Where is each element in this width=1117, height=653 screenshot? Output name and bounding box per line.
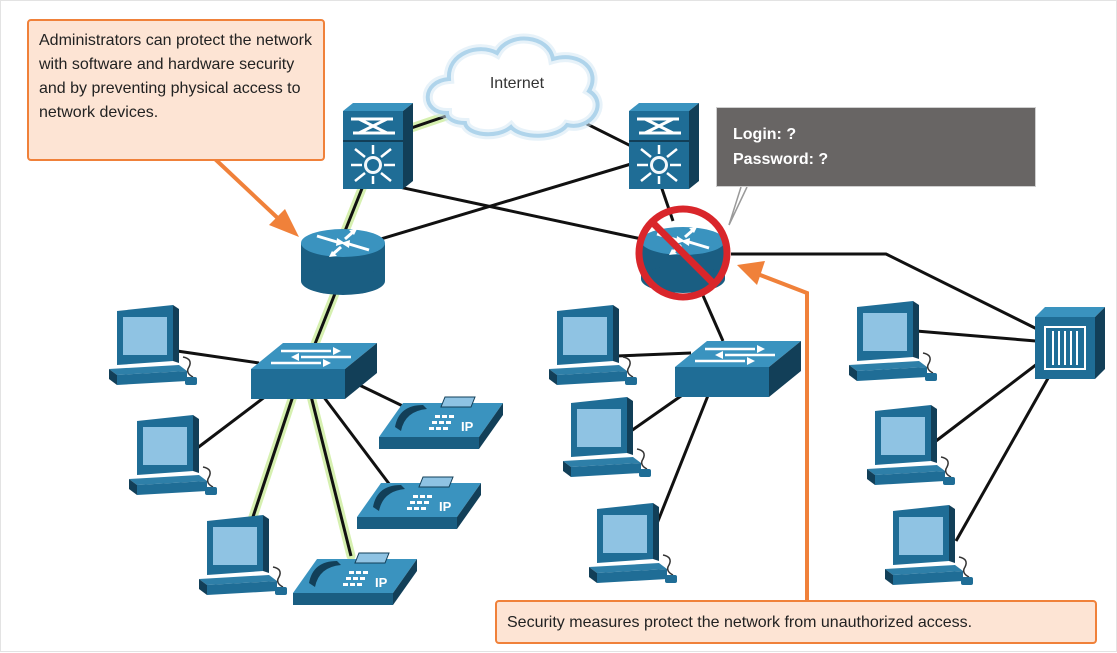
multilayer-switch-left <box>341 101 415 191</box>
login-prompt-box: Login: ? Password: ? <box>716 107 1036 187</box>
pc-mid-3 <box>588 502 678 584</box>
callout-physical-access: Administrators can protect the network w… <box>27 19 325 161</box>
multilayer-switch-right <box>627 101 701 191</box>
switch-right <box>673 339 803 399</box>
callout-arrow-top <box>213 157 299 237</box>
password-label: Password: ? <box>733 151 829 168</box>
ip-phone-2: IP <box>356 476 482 530</box>
pc-mid-1 <box>548 304 638 386</box>
pc-left-3 <box>198 514 288 596</box>
ip-phone-label: IP <box>461 419 474 434</box>
callout-arrow-bottom <box>737 261 809 601</box>
pc-right-3 <box>884 504 974 586</box>
pc-left-2 <box>128 414 218 496</box>
router-left <box>299 227 387 297</box>
ip-phone-3: IP <box>292 552 418 606</box>
pc-right-1 <box>848 300 938 382</box>
ip-phone-1: IP <box>378 396 504 450</box>
internet-label: Internet <box>489 75 545 92</box>
login-pointer <box>728 186 748 226</box>
callout-security-measures: Security measures protect the network fr… <box>495 600 1097 644</box>
login-label: Login: ? <box>733 126 797 143</box>
server-icon <box>1034 306 1106 380</box>
pc-mid-2 <box>562 396 652 478</box>
prohibition-sign-icon <box>635 205 731 301</box>
ip-phone-label: IP <box>375 575 388 590</box>
pc-left-1 <box>108 304 198 386</box>
ip-phone-label: IP <box>439 499 452 514</box>
internet-cloud <box>422 33 603 141</box>
switch-left <box>249 341 379 401</box>
pc-right-2 <box>866 404 956 486</box>
